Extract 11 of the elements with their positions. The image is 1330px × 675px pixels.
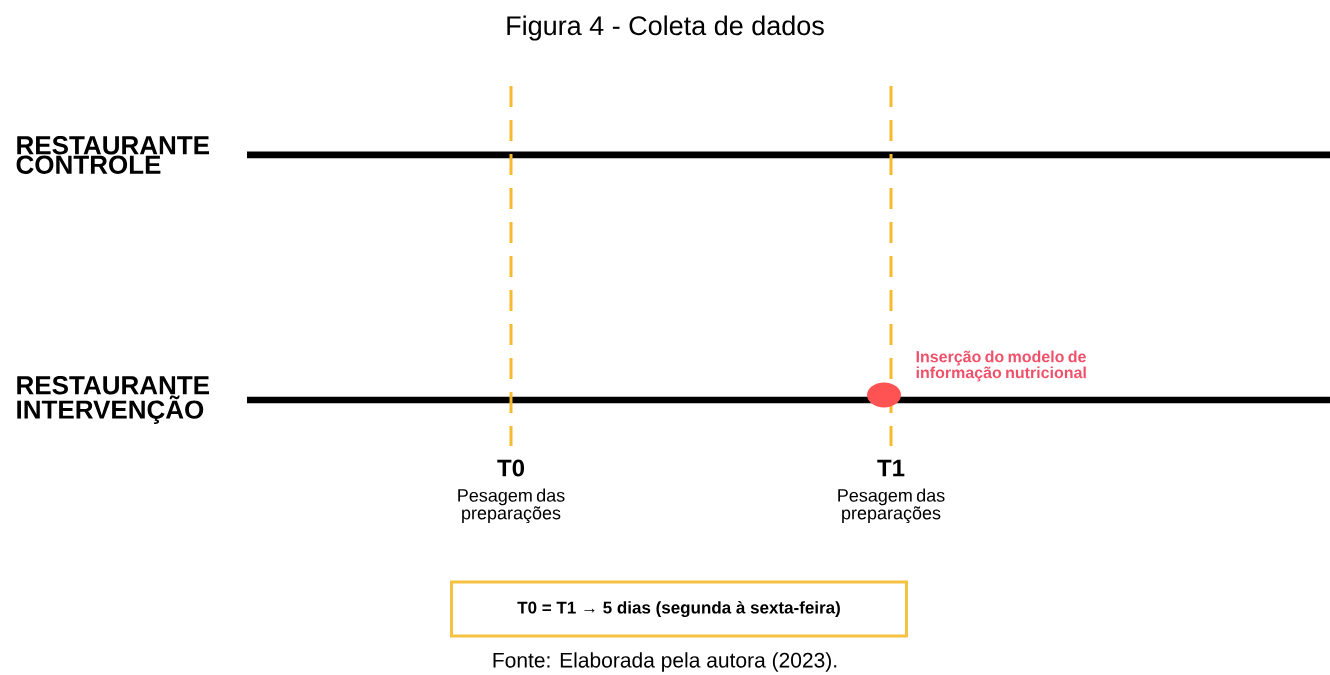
note-box: T0 = T1 → 5 dias (segunda à sexta-feira) <box>450 580 908 638</box>
row-label: RESTAURANTE CONTROLE <box>16 136 210 174</box>
description-text: Pesagem das preparações <box>458 488 565 524</box>
time-point-label: T1 <box>877 459 905 477</box>
annotation-text: Inserção do modelo de informação nutricional <box>916 350 1086 382</box>
intervention-dot <box>867 382 901 408</box>
description-text: Pesagem das preparações <box>838 488 945 524</box>
caption: Fonte: Elaborada pela autora (2023). <box>493 652 837 672</box>
title: Figura 4 - Coleta de dados <box>507 15 824 41</box>
row-label: RESTAURANTE INTERVENÇÃO <box>17 376 210 424</box>
time-point-label: T0 <box>497 459 525 477</box>
